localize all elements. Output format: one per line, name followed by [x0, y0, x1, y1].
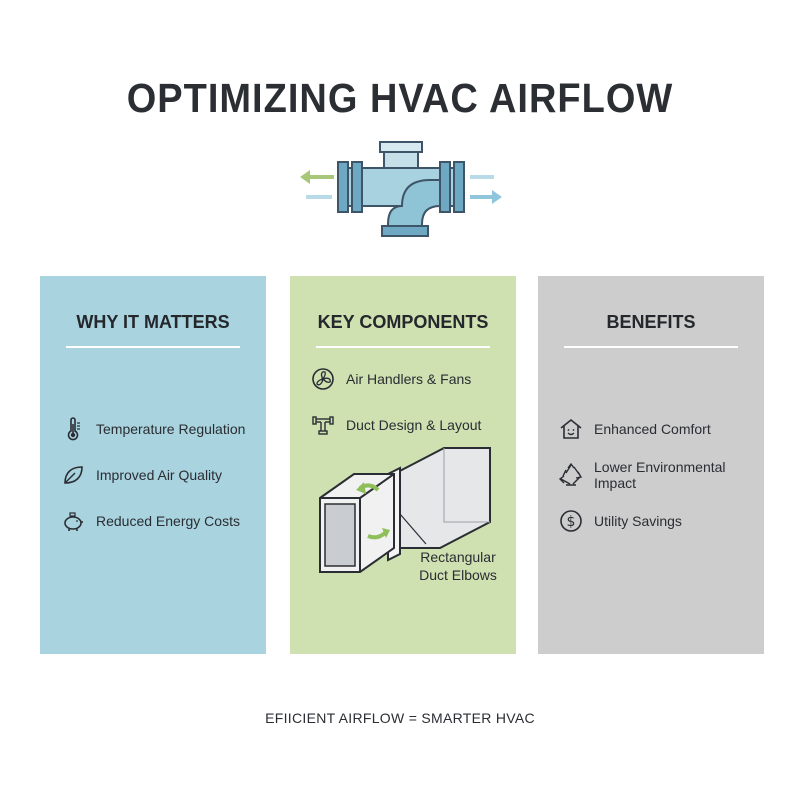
duct-elbow-callout: Rectangular Duct Elbows	[419, 549, 497, 583]
dollar-icon: $	[558, 508, 584, 534]
panel-title: KEY COMPONENTS	[317, 312, 489, 332]
item-label: Temperature Regulation	[96, 421, 246, 437]
list-item: Reduced Energy Costs	[60, 508, 260, 534]
list-item: Improved Air Quality	[60, 462, 260, 488]
airflow-arrow-left-icon	[300, 170, 334, 199]
footer-tagline: EFIICIENT AIRFLOW = SMARTER HVAC	[265, 710, 535, 726]
list-item: $ Utility Savings	[558, 508, 758, 534]
list-item: Enhanced Comfort	[558, 416, 758, 442]
panel-key-components: KEY COMPONENTS Air Handlers & Fans Duct …	[290, 276, 516, 654]
item-label: Duct Design & Layout	[346, 417, 482, 433]
duct-pipe-icon	[310, 412, 336, 438]
house-smile-icon	[558, 416, 584, 442]
svg-text:$: $	[567, 514, 576, 530]
divider	[316, 346, 490, 348]
hvac-pipe-illustration	[290, 140, 510, 240]
rectangular-duct-elbow-illustration	[314, 444, 494, 574]
item-label: Utility Savings	[594, 513, 682, 529]
item-label: Enhanced Comfort	[594, 421, 711, 437]
item-label: Reduced Energy Costs	[96, 513, 240, 529]
list-item: Air Handlers & Fans	[310, 366, 510, 392]
piggy-bank-icon	[60, 508, 86, 534]
leaf-icon	[60, 462, 86, 488]
list-item: Duct Design & Layout	[310, 412, 510, 438]
panel-title: BENEFITS	[606, 312, 696, 332]
fan-icon	[310, 366, 336, 392]
recycle-icon	[558, 462, 584, 488]
panel-why-it-matters: WHY IT MATTERS Temperature Regulation Im…	[40, 276, 266, 654]
page-title: OPTIMIZING HVAC AIRFLOW	[126, 76, 674, 122]
thermometer-icon	[60, 416, 86, 442]
item-label: Lower Environmental Impact	[594, 459, 726, 491]
divider	[66, 346, 240, 348]
list-item: Temperature Regulation	[60, 416, 260, 442]
panel-benefits: BENEFITS Enhanced Comfort Lower Environm…	[538, 276, 764, 654]
item-label: Improved Air Quality	[96, 467, 223, 483]
list-item: Lower Environmental Impact	[558, 459, 758, 491]
divider	[564, 346, 738, 348]
airflow-arrow-right-icon	[470, 175, 502, 204]
item-label: Air Handlers & Fans	[346, 371, 472, 387]
panel-title: WHY IT MATTERS	[76, 312, 230, 332]
